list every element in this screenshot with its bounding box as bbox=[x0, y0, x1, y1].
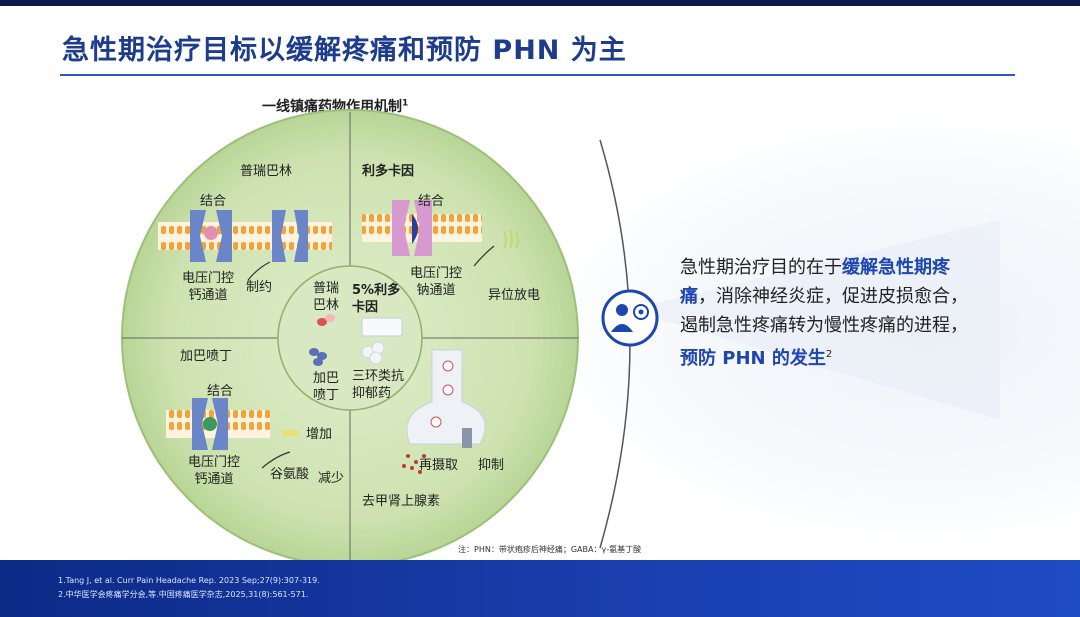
callout-highlight-2: 预防 PHN 的发生 bbox=[680, 348, 826, 369]
footer-bar bbox=[0, 560, 1080, 617]
gabapentin-pill-icon bbox=[309, 348, 327, 366]
calcium-channel-q3 bbox=[192, 398, 228, 450]
center-circle bbox=[277, 265, 423, 411]
lidocaine-patch-icon bbox=[361, 317, 403, 337]
focus-beam bbox=[628, 220, 1000, 420]
callout-text: 急性期治疗目的在于缓解急性期疼痛，消除神经炎症，促进皮损愈合，遏制急性疼痛转为慢… bbox=[680, 257, 968, 369]
center-gabapentin-label: 加巴 喷丁 bbox=[312, 371, 339, 403]
title-rule bbox=[60, 74, 1015, 76]
center-lidocaine-label: 5%利多 卡因 bbox=[352, 283, 401, 315]
calcium-channel-q1b bbox=[272, 210, 308, 262]
q3-channel-label: 电压门控 钙通道 bbox=[187, 455, 240, 487]
q1-bind-label: 结合 bbox=[200, 194, 227, 209]
calcium-channel-q1a bbox=[190, 210, 232, 262]
center-pregabalin-label: 普瑞 巴林 bbox=[312, 281, 339, 313]
abbreviation-note: 注：PHN：带状疱疹后神经痛；GABA：γ-氨基丁酸 bbox=[458, 545, 642, 554]
q2-effect-label: 异位放电 bbox=[488, 288, 541, 303]
q1-channel-label: 电压门控 钙通道 bbox=[181, 271, 234, 303]
page-title: 急性期治疗目标以缓解疼痛和预防 PHN 为主 bbox=[62, 35, 627, 66]
q1-drug-label: 普瑞巴林 bbox=[240, 164, 293, 179]
q3-bind-label: 结合 bbox=[207, 384, 234, 399]
q3-glutamate-label: 谷氨酸 bbox=[270, 467, 310, 482]
q4-drug-label: 去甲肾上腺素 bbox=[362, 494, 441, 509]
sodium-channel-q2 bbox=[392, 200, 432, 256]
callout-highlight-1: 缓解急性期疼痛 bbox=[680, 257, 950, 307]
pregabalin-capsule-icon bbox=[317, 314, 335, 326]
person-target-icon bbox=[601, 289, 659, 347]
q2-drug-label: 利多卡因 bbox=[362, 164, 415, 179]
q2-channel-label: 电压门控 钠通道 bbox=[409, 266, 462, 298]
gaba-tag bbox=[282, 430, 298, 436]
center-tca-label: 三环类抗 抑郁药 bbox=[352, 369, 405, 401]
q4-reuptake-label: 再摄取 bbox=[419, 458, 459, 473]
reference-2: 2.中华医学会疼痛学分会,等.中国疼痛医学杂志,2025,31(8):561-5… bbox=[58, 590, 309, 599]
q3-decrease-label: 减少 bbox=[318, 471, 345, 486]
q2-bind-label: 结合 bbox=[418, 194, 445, 209]
norepinephrine-dots bbox=[402, 454, 426, 474]
tca-pill-icon bbox=[361, 341, 385, 365]
q4-inhibit-label: 抑制 bbox=[478, 458, 505, 473]
q1-effect-label: 制约 bbox=[246, 280, 273, 295]
presynaptic-terminal-icon bbox=[406, 349, 486, 448]
reference-1: 1.Tang J, et al. Curr Pain Headache Rep.… bbox=[58, 576, 320, 585]
ectopic-discharge-icon bbox=[503, 229, 519, 249]
q3-drug-label: 加巴喷丁 bbox=[180, 349, 233, 364]
top-strip bbox=[0, 0, 1080, 6]
q3-increase-label: 增加 bbox=[306, 427, 333, 442]
